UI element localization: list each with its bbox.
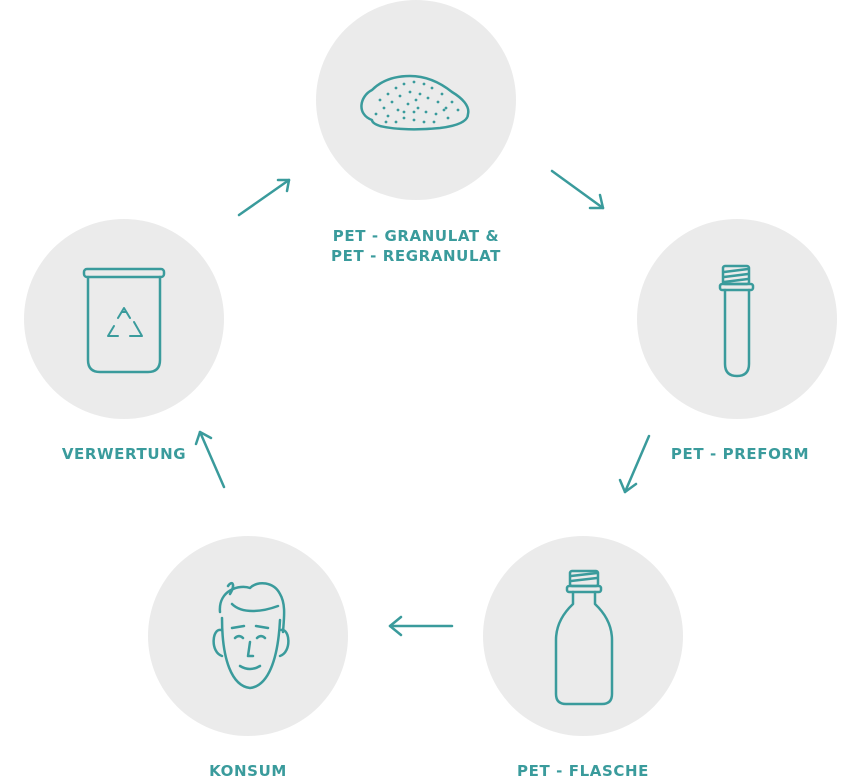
granulate-pile-icon	[360, 74, 470, 131]
bottle-icon	[554, 569, 614, 706]
arrow-preform-to-flasche	[618, 434, 651, 494]
flasche-label: PET - FLASCHE	[517, 762, 649, 780]
arrow-verwertung-to-granulat	[237, 178, 291, 217]
konsum-label: KONSUM	[209, 762, 287, 780]
arrow-konsum-to-verwertung	[194, 430, 226, 489]
granulat-label: PET - GRANULAT & PET - REGRANULAT	[316, 226, 516, 266]
granulat-label-line1: PET - GRANULAT &	[332, 227, 500, 245]
granulat-label-line2: PET - REGRANULAT	[331, 247, 501, 265]
flasche-node	[483, 536, 683, 736]
verwertung-node	[24, 219, 224, 419]
arrow-granulat-to-preform	[550, 169, 605, 210]
preform-label: PET - PREFORM	[670, 445, 810, 463]
arrow-flasche-to-konsum	[388, 615, 454, 637]
preform-tube-icon	[718, 264, 755, 378]
preform-node	[637, 219, 837, 419]
verwertung-label: VERWERTUNG	[61, 445, 187, 463]
recycling-bin-icon	[82, 267, 166, 374]
konsum-node	[148, 536, 348, 736]
person-face-icon	[212, 581, 290, 690]
